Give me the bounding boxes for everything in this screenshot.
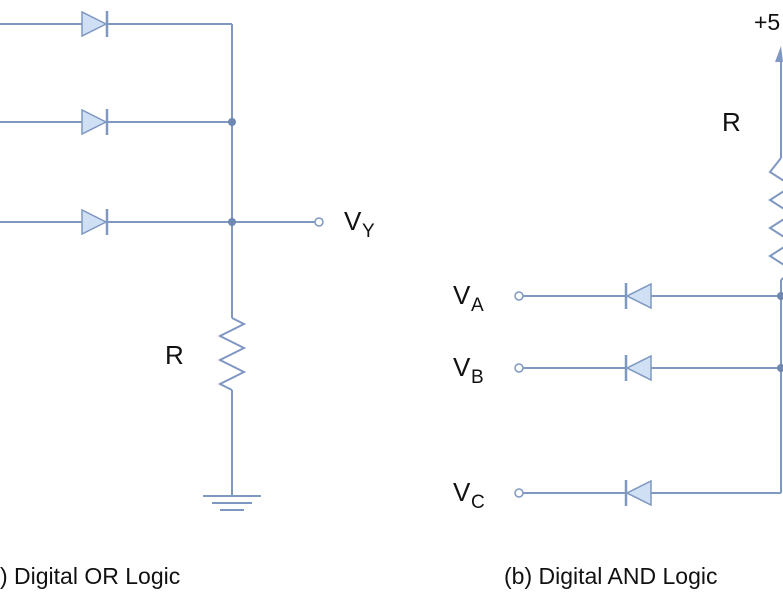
and-supply-label: +5 (754, 9, 780, 35)
and-logic-circuit: +5 R V A V B V (453, 9, 783, 589)
and-caption: (b) Digital AND Logic (504, 563, 717, 589)
or-output-subscript: Y (362, 221, 375, 242)
and-input-terminal-b (514, 363, 524, 373)
and-resistor-label: R (722, 107, 741, 137)
and-input-subscript-b: B (471, 367, 484, 388)
and-diode-b (624, 354, 652, 382)
or-resistor-label: R (165, 340, 184, 370)
and-junction-node-a (777, 292, 783, 300)
and-junction-node-b (777, 364, 783, 372)
or-diode-2 (81, 108, 109, 136)
and-input-terminal-c (514, 488, 524, 498)
or-junction-node-2 (228, 218, 236, 226)
and-input-label-b: V (453, 352, 471, 382)
and-resistor-zigzag (768, 157, 783, 281)
and-input-subscript-a: A (471, 295, 484, 316)
or-diode-3 (81, 208, 109, 236)
or-caption: ) Digital OR Logic (0, 563, 180, 589)
and-input-label-a: V (453, 280, 471, 310)
or-output-label: V (344, 206, 362, 236)
ground-icon (203, 495, 261, 511)
or-output-terminal (314, 217, 324, 227)
or-resistor-zigzag (217, 317, 247, 391)
and-diode-a (624, 282, 652, 310)
and-input-label-c: V (453, 477, 471, 507)
or-junction-node-1 (228, 118, 236, 126)
and-diode-c (624, 479, 652, 507)
or-diode-1 (81, 10, 109, 38)
supply-arrow-icon (775, 46, 783, 62)
and-input-subscript-c: C (471, 492, 485, 513)
and-input-terminal-a (514, 291, 524, 301)
or-logic-circuit: V Y R ) Digital OR Logic (0, 10, 375, 589)
